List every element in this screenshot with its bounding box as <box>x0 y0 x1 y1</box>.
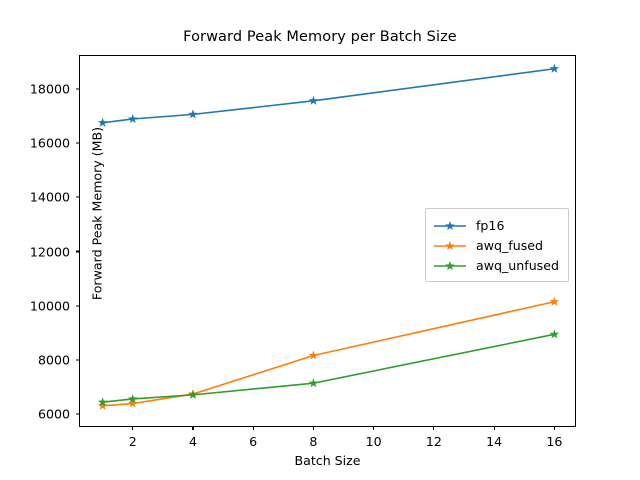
y-tick-label: 8000 <box>37 352 70 368</box>
y-tick: 10000 <box>30 298 80 313</box>
y-tick: 18000 <box>30 81 80 96</box>
x-tick: 10 <box>366 426 382 449</box>
y-tick-label: 14000 <box>29 189 70 205</box>
y-tick-label: 18000 <box>29 81 70 97</box>
data-point-marker <box>308 95 319 105</box>
x-tick-label: 10 <box>365 434 382 449</box>
y-tick-label: 12000 <box>29 244 70 259</box>
y-tick: 12000 <box>30 244 80 259</box>
data-point-marker <box>549 63 560 73</box>
x-tick-label: 4 <box>188 434 197 449</box>
y-tick: 6000 <box>38 407 80 422</box>
legend-swatch-icon <box>433 238 467 252</box>
legend-label: awq_fused <box>476 237 544 253</box>
data-point-marker <box>188 109 198 119</box>
x-tick-label: 2 <box>128 434 137 449</box>
series-awq_unfused <box>97 329 560 407</box>
x-axis-label: Batch Size <box>294 453 361 468</box>
x-tick: 4 <box>189 426 197 449</box>
x-tick: 14 <box>486 426 502 449</box>
data-point-marker <box>127 393 138 403</box>
y-tick: 16000 <box>30 135 80 150</box>
data-point-marker <box>97 400 108 410</box>
data-point-marker <box>97 397 108 407</box>
chart-title: Forward Peak Memory per Batch Size <box>183 29 457 45</box>
y-tick-label: 10000 <box>29 298 70 314</box>
x-tick: 2 <box>129 426 137 449</box>
x-tick-label: 6 <box>249 434 258 449</box>
x-tick-label: 16 <box>546 434 563 449</box>
series-fp16 <box>97 63 560 127</box>
data-point-marker <box>188 389 198 399</box>
data-point-marker <box>549 296 560 306</box>
y-tick-label: 6000 <box>37 406 70 422</box>
series-line <box>102 300 555 407</box>
x-tick: 12 <box>426 426 442 449</box>
series-canvas <box>97 63 560 410</box>
legend-label: awq_unfused <box>476 257 559 273</box>
x-tick: 8 <box>309 426 317 449</box>
x-tick-label: 12 <box>425 434 442 449</box>
legend-swatch-icon <box>433 258 467 272</box>
legend-item-awq_unfused[interactable]: awq_unfused <box>433 255 559 275</box>
series-line <box>102 67 555 124</box>
x-tick: 6 <box>249 426 257 449</box>
legend-item-awq_fused[interactable]: awq_fused <box>433 235 559 255</box>
legend: fp16 awq_fused awq_unfused <box>425 208 569 282</box>
legend-label: fp16 <box>476 217 505 233</box>
x-tick-label: 8 <box>309 434 318 449</box>
y-tick-label: 16000 <box>29 135 70 151</box>
data-point-marker <box>549 329 560 339</box>
x-tick-label: 14 <box>486 434 503 449</box>
data-point-marker <box>308 378 319 388</box>
x-tick: 16 <box>546 426 562 449</box>
data-point-marker <box>127 114 138 124</box>
data-point-marker <box>127 398 138 408</box>
data-point-marker <box>308 350 319 360</box>
y-tick: 8000 <box>38 353 80 368</box>
data-point-marker <box>97 117 108 127</box>
series-awq_fused <box>97 296 560 410</box>
legend-swatch-icon <box>433 218 467 232</box>
series-line <box>102 333 555 403</box>
y-tick: 14000 <box>30 190 80 205</box>
legend-item-fp16[interactable]: fp16 <box>433 215 559 235</box>
